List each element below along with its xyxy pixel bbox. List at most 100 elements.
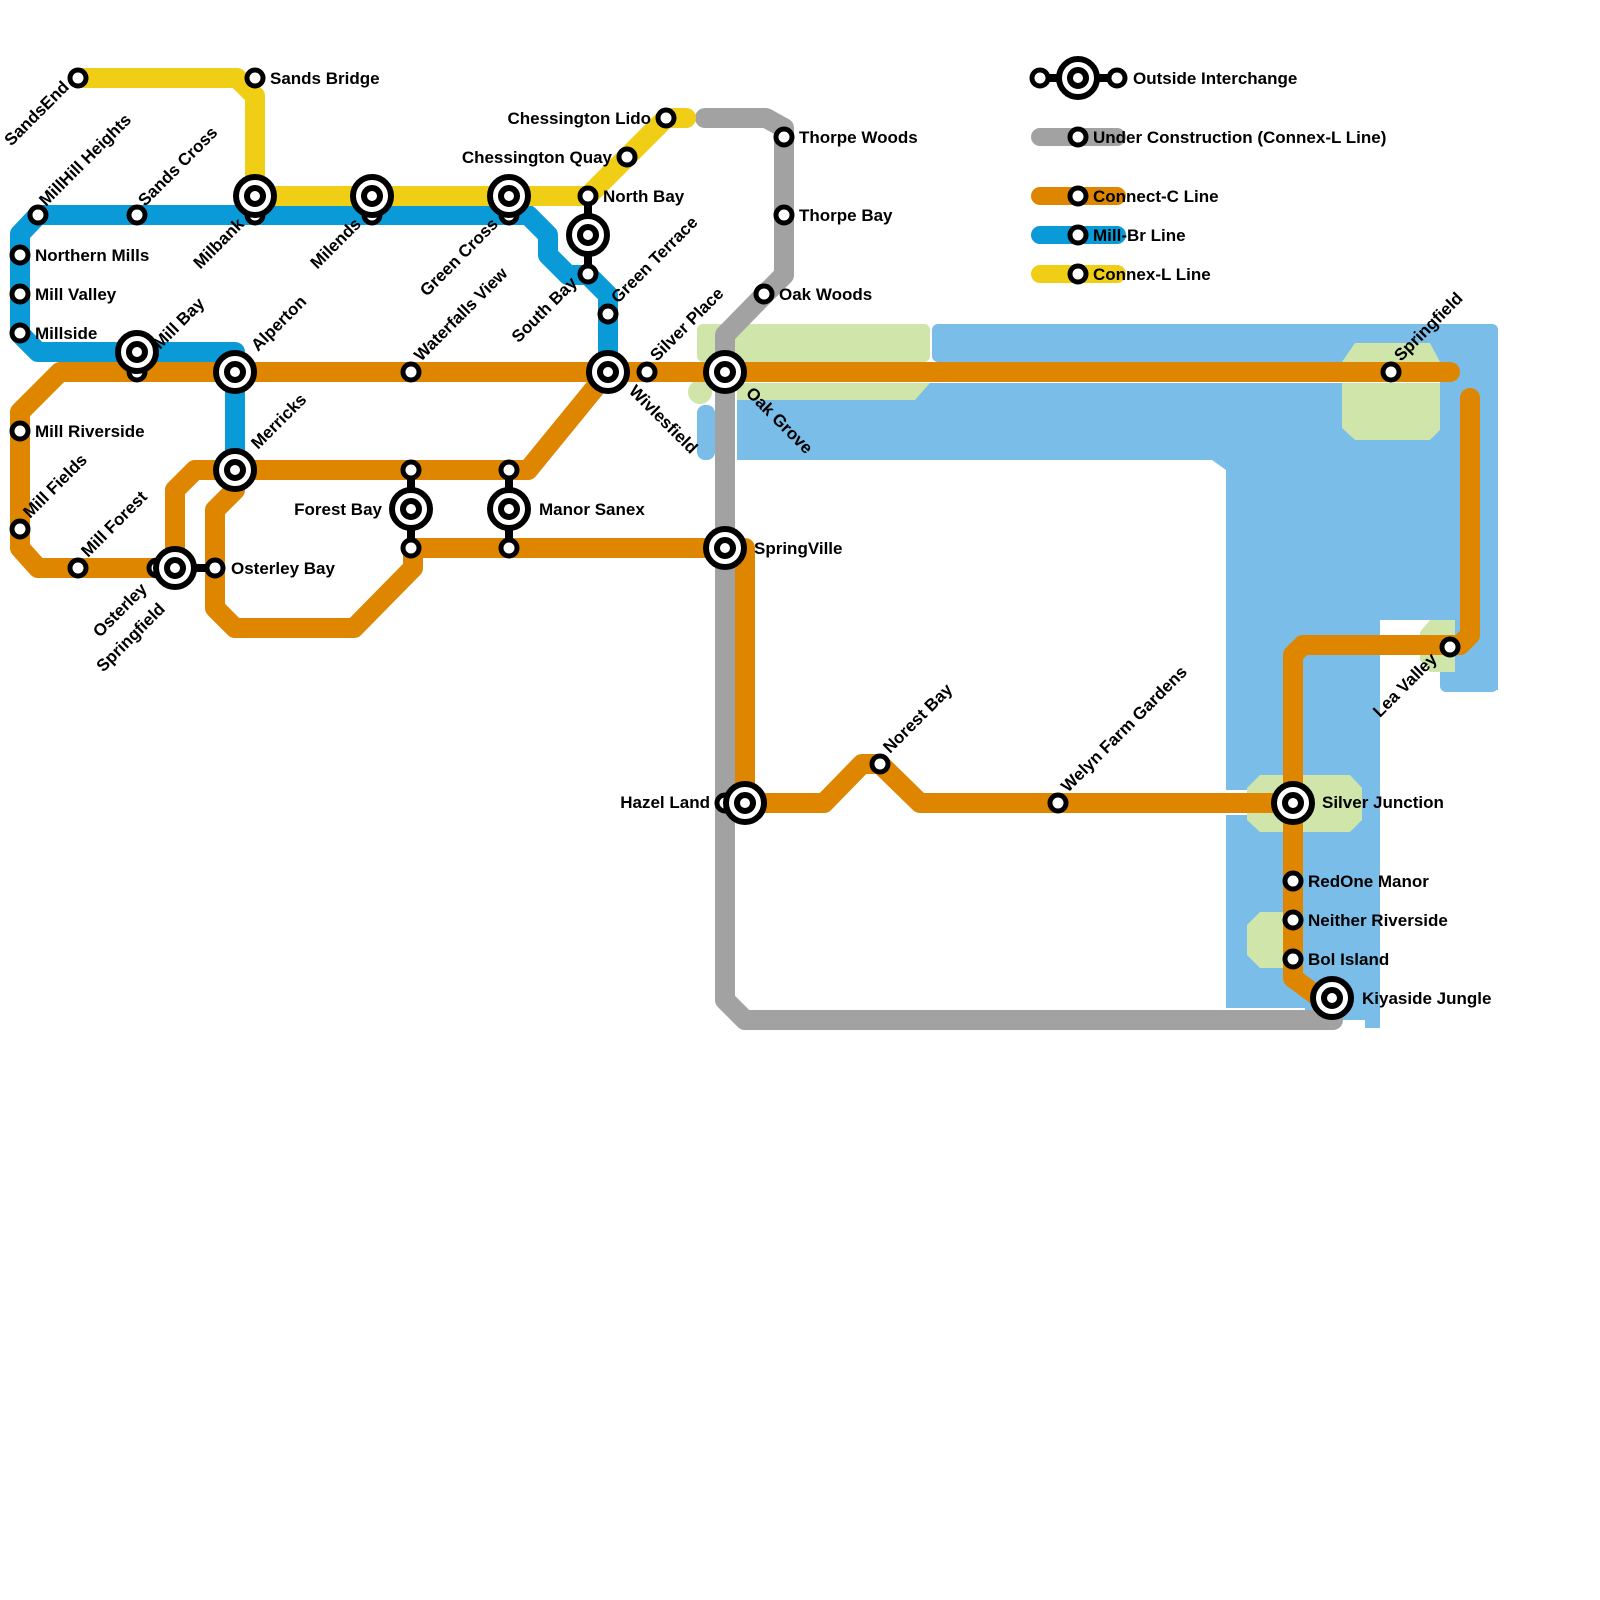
legend-label: Mill-Br Line [1093,226,1186,245]
station-marker[interactable] [244,67,266,89]
station-marker[interactable] [616,146,638,168]
station[interactable]: SpringVille [703,526,843,570]
legend-label: Connect-C Line [1093,187,1219,206]
station-label: Forest Bay [294,500,382,519]
legend-item: Under Construction (Connex-L Line) [1031,126,1386,148]
station-marker[interactable] [773,204,795,226]
station-marker[interactable] [9,283,31,305]
station-marker[interactable] [1067,126,1089,148]
water-areas [697,324,1498,1028]
station-label: Mill Fields [19,450,91,522]
station-label: Norest Bay [879,680,956,757]
legend-label: Outside Interchange [1133,69,1297,88]
station-label: Chessington Lido [507,109,651,128]
station[interactable]: Oak Woods [753,283,872,305]
station[interactable]: RedOne Manor [1282,870,1429,892]
station-marker[interactable] [773,126,795,148]
station-marker[interactable] [577,263,599,285]
station-marker[interactable] [753,283,775,305]
station[interactable] [566,213,610,257]
station-label: Merricks [247,390,310,453]
station[interactable]: Thorpe Bay [773,204,893,226]
station-label: Alperton [247,292,310,355]
station-marker[interactable] [1067,224,1089,246]
station-label: Sands Bridge [270,69,380,88]
station[interactable]: Bol Island [1282,948,1389,970]
station[interactable]: Chessington Lido [507,107,677,129]
station-marker[interactable] [1029,67,1051,89]
station[interactable]: Thorpe Woods [773,126,918,148]
station[interactable]: North Bay [577,185,685,207]
station[interactable]: Silver Junction [1271,781,1444,825]
station-marker[interactable] [400,537,422,559]
station-label: Millside [35,324,97,343]
station[interactable]: South Bay [508,263,599,346]
interchange-center [361,185,383,207]
station-label: MillHill Heights [35,110,135,210]
station-marker[interactable] [67,557,89,579]
station-marker[interactable] [636,361,658,383]
legend-item: Outside Interchange [1029,56,1297,100]
station-marker[interactable] [9,322,31,344]
station[interactable]: Manor Sanex [487,459,645,559]
station-marker[interactable] [400,361,422,383]
station-marker[interactable] [67,67,89,89]
interchange-center [1321,987,1343,1009]
station[interactable]: Osterley Bay [204,557,335,579]
interchange-center [597,361,619,383]
station[interactable]: Hazel Land [620,781,767,825]
interchange-center [714,361,736,383]
station-marker[interactable] [1282,909,1304,931]
station-marker[interactable] [869,753,891,775]
station-marker[interactable] [27,204,49,226]
interchange-center [244,185,266,207]
station[interactable]: Chessington Quay [462,146,638,168]
interchange-center [1067,67,1089,89]
station-label: Sands Cross [134,123,221,210]
station[interactable]: Mill Riverside [9,420,145,442]
station-marker[interactable] [655,107,677,129]
station[interactable]: Sands Bridge [244,67,380,89]
station-label: Welyn Farm Gardens [1057,662,1190,795]
station-marker[interactable] [1282,870,1304,892]
interchange-center [224,361,246,383]
station-label: Hazel Land [620,793,710,812]
station[interactable]: SandsEnd [1,67,89,150]
legend-item: Mill-Br Line [1031,224,1186,246]
station-marker[interactable] [9,244,31,266]
park-areas [688,324,1455,968]
station-marker[interactable] [1067,185,1089,207]
station[interactable]: Mill Valley [9,283,117,305]
station[interactable]: Norest Bay [869,680,957,775]
station-label: Green Terrace [607,213,701,307]
station-marker[interactable] [1067,263,1089,285]
station-marker[interactable] [1282,948,1304,970]
station[interactable]: Forest Bay [294,459,433,559]
station[interactable]: Welyn Farm Gardens [1047,662,1191,814]
station[interactable]: Millside [9,322,97,344]
station[interactable]: Neither Riverside [1282,909,1448,931]
station-marker[interactable] [597,303,619,325]
station-label: SandsEnd [1,77,73,149]
station-marker[interactable] [577,185,599,207]
station-marker[interactable] [9,420,31,442]
station-marker[interactable] [400,459,422,481]
station-marker[interactable] [204,557,226,579]
station-label: North Bay [603,187,685,206]
station-label: Chessington Quay [462,148,613,167]
station-label: Osterley Bay [231,559,335,578]
station-marker[interactable] [126,204,148,226]
connect-c-line [10,362,1480,1008]
station-marker[interactable] [1380,361,1402,383]
interchange-center [1282,792,1304,814]
station[interactable]: Kiyaside Jungle [1310,976,1491,1020]
station-label: Mill Forest [77,487,151,561]
station-marker[interactable] [498,537,520,559]
station-marker[interactable] [1047,792,1069,814]
station-marker[interactable] [1106,67,1128,89]
station-marker[interactable] [498,459,520,481]
station[interactable]: Northern Mills [9,244,149,266]
station-label: Manor Sanex [539,500,645,519]
station-marker[interactable] [9,518,31,540]
station-marker[interactable] [1439,636,1461,658]
